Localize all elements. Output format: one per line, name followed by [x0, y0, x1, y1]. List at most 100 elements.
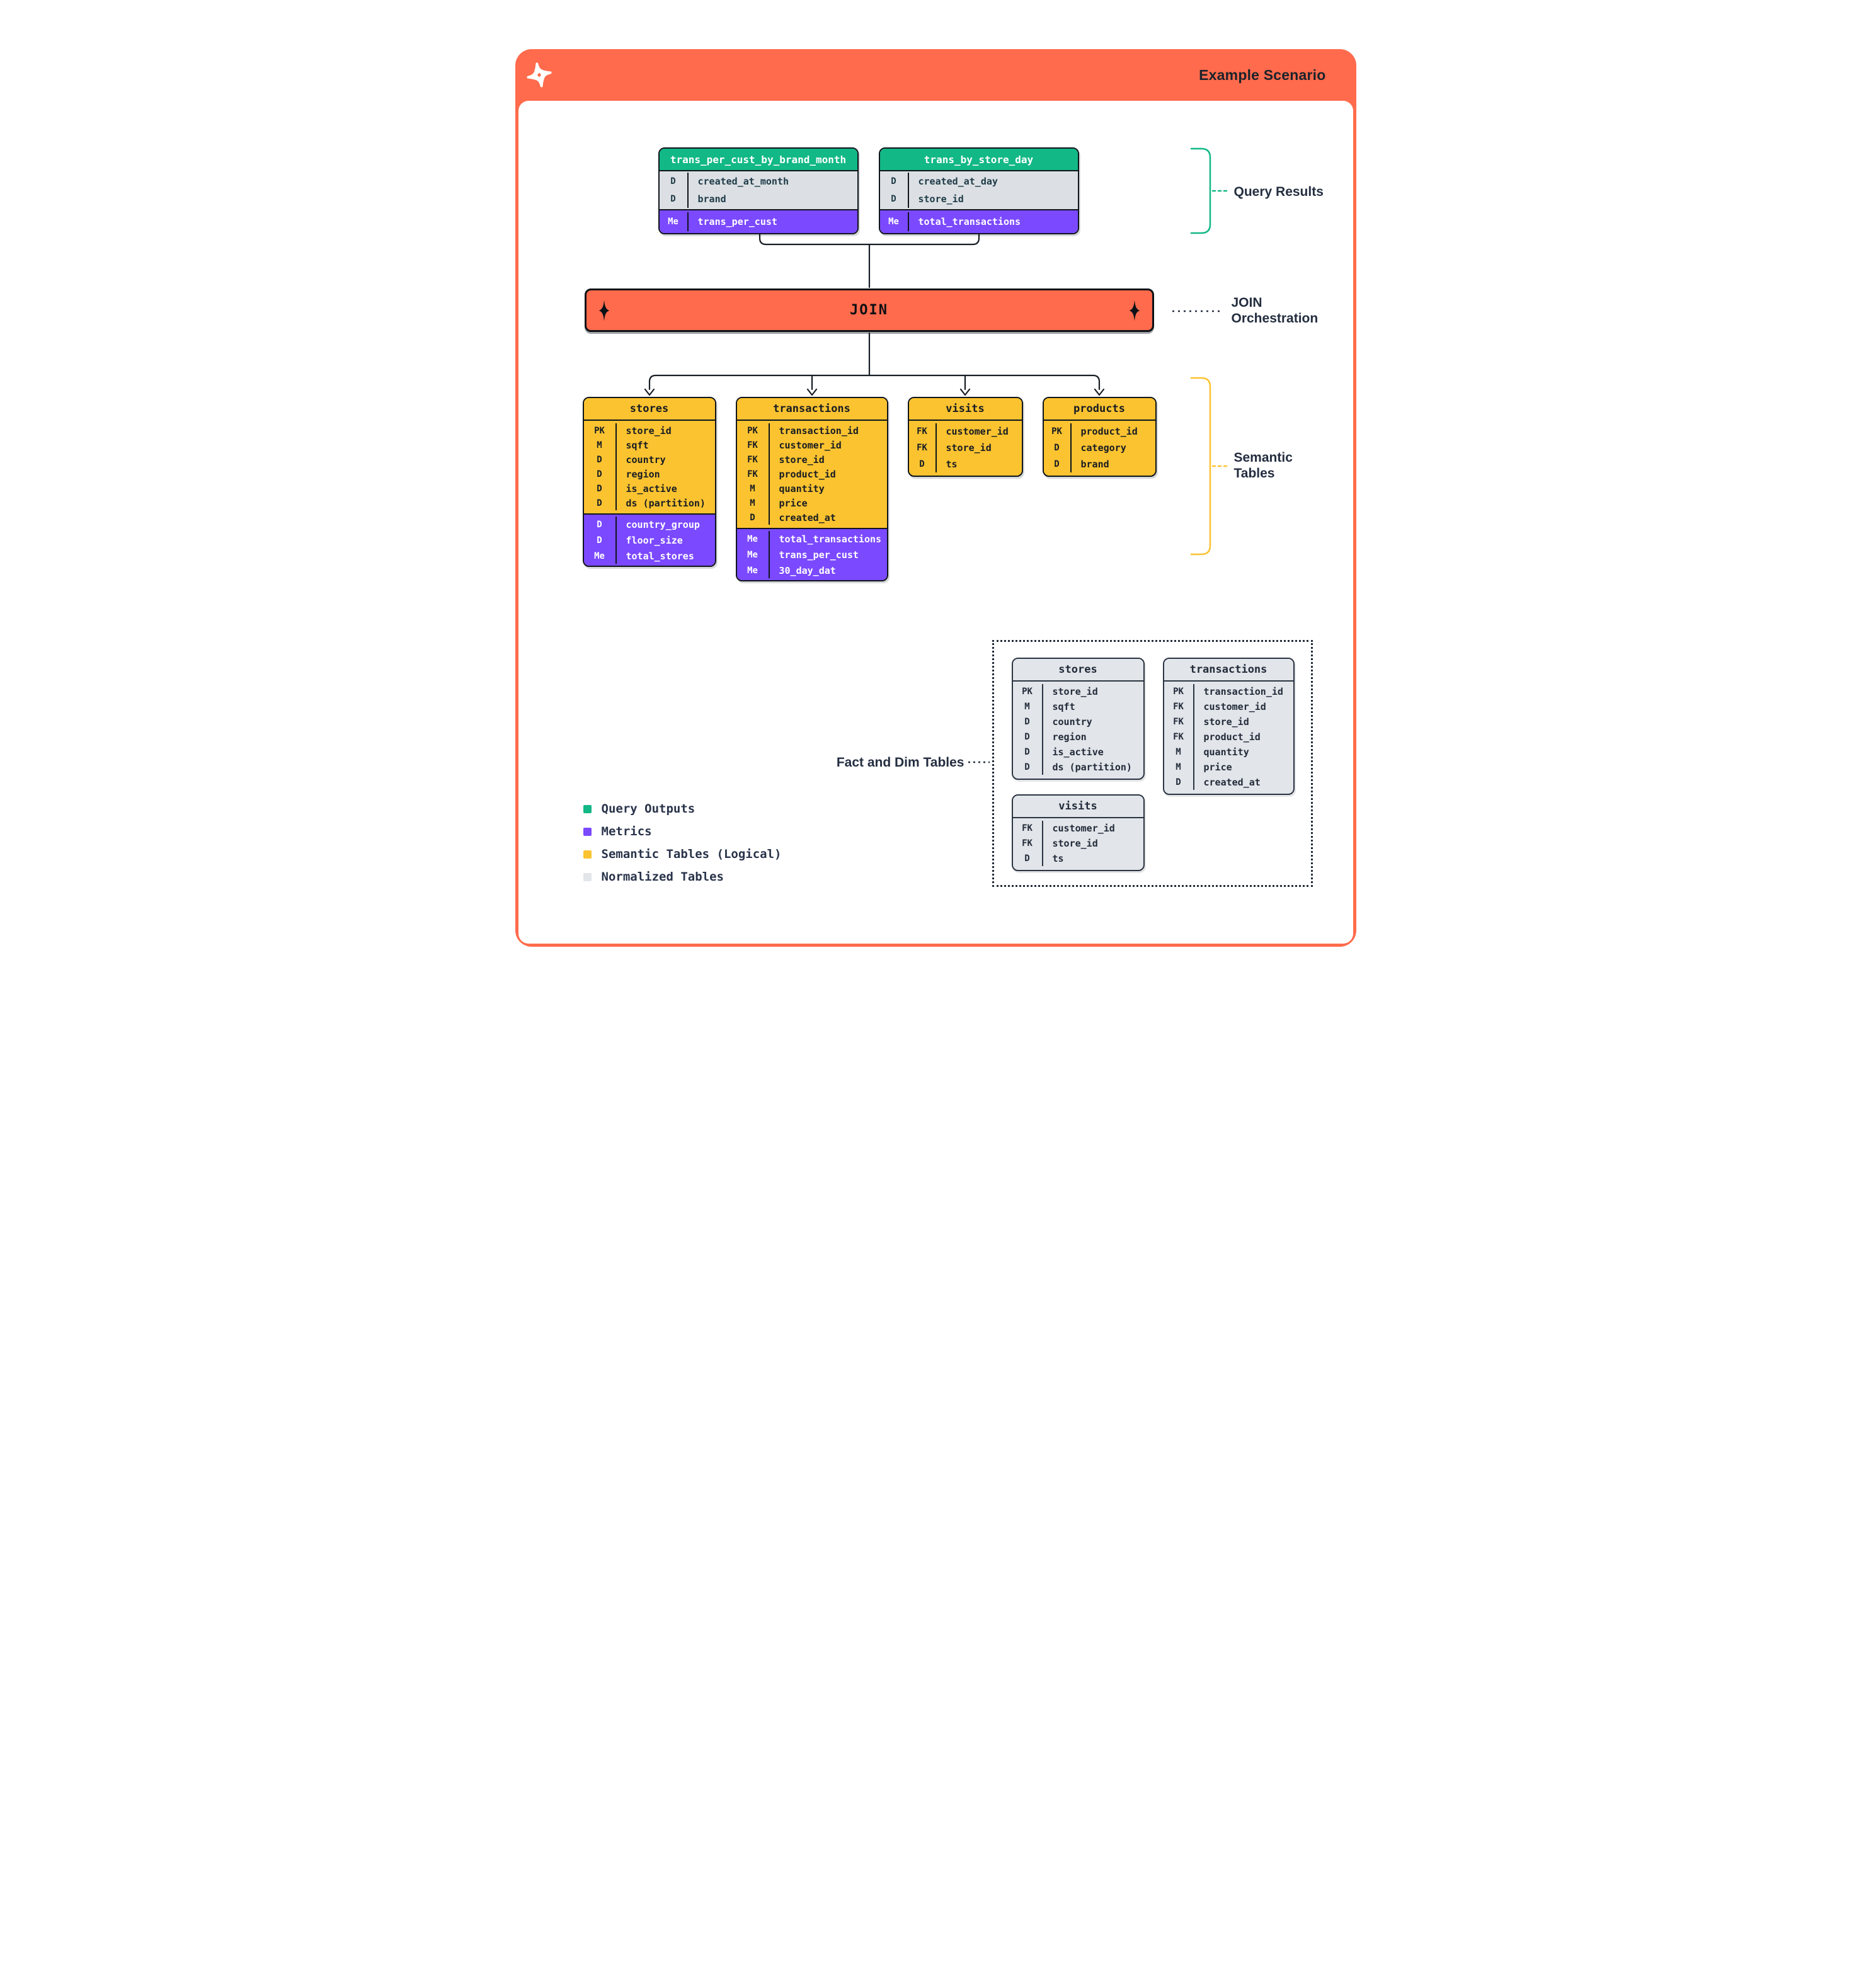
- logo-pinwheel-icon: [526, 62, 552, 88]
- legend: Query Outputs Metrics Semantic Tables (L…: [583, 797, 782, 888]
- column-name: total_transactions: [768, 531, 887, 547]
- column-type-badge: D: [597, 454, 602, 465]
- column-name: ds (partition): [1041, 760, 1143, 775]
- table-row: D brand: [660, 190, 857, 208]
- column-name: store_id: [1193, 714, 1293, 729]
- column-name: product_id: [1193, 729, 1293, 745]
- fact-dim-box: [992, 640, 1313, 887]
- column-type-badge: Me: [747, 565, 758, 576]
- label-join-orchestration: JOIN Orchestration: [1231, 295, 1319, 326]
- column-name: sqft: [1041, 699, 1143, 714]
- column-type-badge: D: [670, 194, 676, 204]
- column-name: sqft: [615, 438, 715, 452]
- metric-rows: Me total_transactions: [879, 209, 1078, 233]
- query-result-table-trans-per-cust-by-brand-month: trans_per_cust_by_brand_month D created_…: [658, 147, 859, 234]
- column-name: store_id: [768, 452, 887, 467]
- column-type-badge: M: [750, 498, 755, 508]
- column-name: price: [768, 496, 887, 510]
- table-title: visits: [908, 398, 1022, 421]
- column-name: store_id: [935, 440, 1022, 456]
- legend-swatch-metrics: [583, 827, 592, 836]
- table-row: FK product_id: [1164, 729, 1293, 745]
- table-row: D created_at_day: [880, 173, 1078, 190]
- column-name: trans_per_cust: [687, 212, 857, 231]
- column-type-badge: D: [597, 519, 602, 530]
- column-name: floor_size: [615, 532, 715, 548]
- column-name: country: [615, 452, 715, 467]
- column-type-badge: D: [1054, 443, 1060, 453]
- column-type-badge: FK: [1022, 823, 1033, 833]
- diagram-canvas: Example Scenario: [467, 0, 1404, 994]
- column-name: customer_id: [1041, 821, 1143, 836]
- column-name: total_transactions: [907, 212, 1078, 231]
- table-row: D created_at_month: [660, 173, 857, 190]
- column-name: quantity: [768, 481, 887, 496]
- column-name: created_at_month: [687, 173, 857, 190]
- legend-swatch-normalized-tables: [583, 872, 592, 881]
- legend-label: Normalized Tables: [601, 870, 724, 884]
- column-type-badge: Me: [888, 217, 899, 227]
- column-type-badge: D: [750, 512, 755, 523]
- table-row: Me 30_day_dat: [737, 563, 887, 578]
- column-type-badge: FK: [747, 440, 758, 450]
- dimension-rows: D created_at_month D brand: [659, 171, 857, 209]
- column-type-badge: D: [597, 498, 602, 508]
- column-name: product_id: [1070, 423, 1155, 440]
- column-type-badge: D: [919, 459, 925, 469]
- column-name: total_stores: [615, 548, 715, 564]
- label-semantic-tables: Semantic Tables: [1233, 450, 1293, 481]
- column-type-badge: FK: [747, 469, 758, 479]
- column-type-badge: D: [1024, 762, 1030, 772]
- column-type-badge: PK: [1051, 426, 1062, 437]
- column-name: is_active: [1041, 745, 1143, 760]
- column-name: product_id: [768, 467, 887, 481]
- column-type-badge: M: [1024, 702, 1030, 712]
- column-type-badge: Me: [747, 549, 758, 560]
- column-name: quantity: [1193, 745, 1293, 760]
- column-name: country: [1041, 714, 1143, 729]
- column-type-badge: FK: [917, 443, 927, 453]
- column-type-badge: FK: [1173, 732, 1184, 742]
- column-name: region: [615, 467, 715, 481]
- column-name: is_active: [615, 481, 715, 496]
- legend-item: Query Outputs: [583, 797, 782, 820]
- column-type-badge: M: [597, 440, 602, 450]
- table-row: D store_id: [880, 190, 1078, 208]
- column-name: country_group: [615, 517, 715, 532]
- column-name: customer_id: [935, 423, 1022, 440]
- column-name: transaction_id: [1193, 684, 1293, 699]
- table-title: stores: [583, 398, 715, 421]
- column-name: ds (partition): [615, 496, 715, 510]
- column-type-badge: FK: [1173, 717, 1184, 727]
- dimension-rows: D created_at_day D store_id: [879, 171, 1078, 209]
- column-name: created_at_day: [907, 173, 1078, 190]
- column-name: 30_day_dat: [768, 563, 887, 578]
- column-type-badge: D: [891, 176, 896, 186]
